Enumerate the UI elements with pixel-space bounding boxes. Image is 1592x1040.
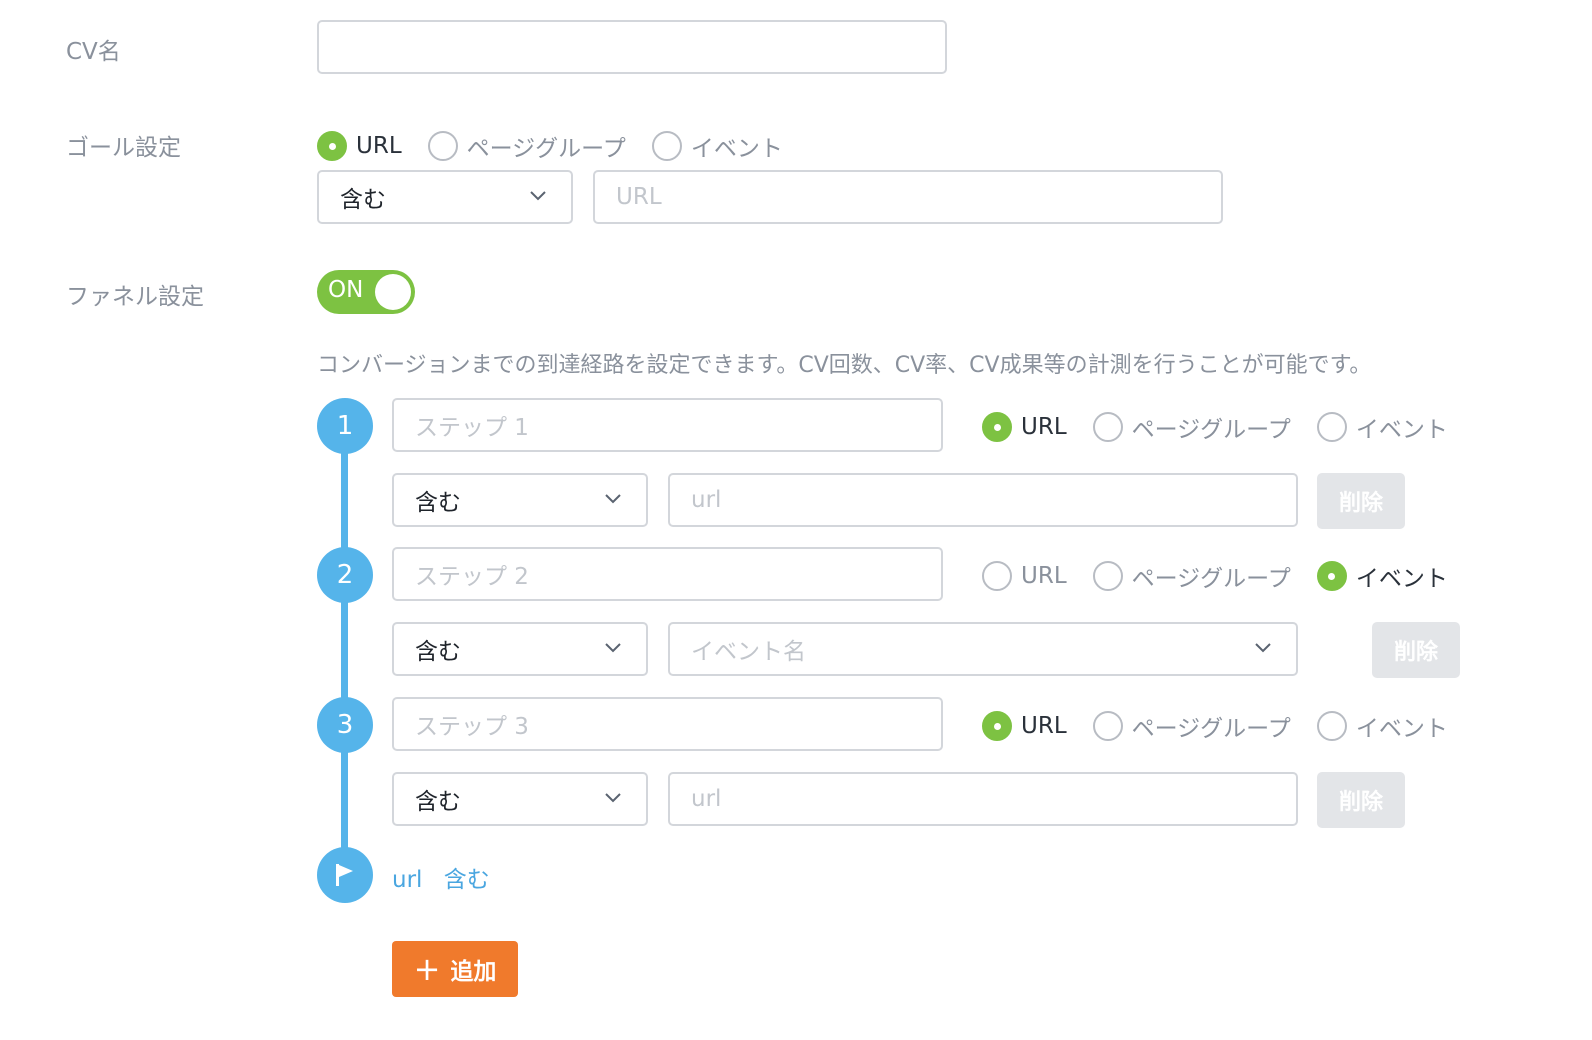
step-3-match-select[interactable]: 含む — [392, 772, 648, 826]
radio-unchecked-icon[interactable] — [982, 561, 1012, 591]
step-3-delete-button[interactable]: 削除 — [1317, 772, 1405, 828]
step-3-url-input[interactable]: url — [668, 772, 1298, 826]
step-2-match-select[interactable]: 含む — [392, 622, 648, 676]
goal-url-input[interactable]: URL — [593, 170, 1223, 224]
radio-unchecked-icon[interactable] — [651, 131, 682, 161]
step-3-type-event[interactable]: イベント — [1316, 709, 1448, 743]
step-1-type-event[interactable]: イベント — [1316, 410, 1448, 444]
step-number-badge: 2 — [317, 547, 373, 603]
funnel-description: コンバージョンまでの到達経路を設定できます。CV回数、CV率、CV成果等の計測を… — [317, 353, 1372, 378]
radio-checked-icon[interactable] — [317, 131, 347, 161]
funnel-label: ファネル設定 — [66, 284, 204, 310]
step-3-type-radio-group: URL ページグループ イベント — [982, 709, 1474, 743]
chevron-down-icon — [1255, 643, 1271, 653]
step-1-type-url[interactable]: URL — [982, 412, 1067, 442]
goal-type-page-group[interactable]: ページグループ — [427, 129, 626, 163]
radio-checked-icon[interactable] — [982, 711, 1012, 741]
radio-unchecked-icon[interactable] — [1092, 711, 1123, 741]
radio-unchecked-icon[interactable] — [1316, 412, 1347, 442]
radio-checked-icon[interactable] — [982, 412, 1012, 442]
step-1-delete-button[interactable]: 削除 — [1317, 473, 1405, 529]
step-2-event-select[interactable]: イベント名 — [668, 622, 1298, 676]
cv-name-label: CV名 — [66, 39, 121, 65]
goal-label: ゴール設定 — [66, 135, 181, 161]
goal-summary-match: 含む — [443, 867, 490, 893]
step-3-type-page-group[interactable]: ページグループ — [1092, 709, 1291, 743]
step-1-match-select[interactable]: 含む — [392, 473, 648, 527]
goal-type-radio-group: URL ページグループ イベント — [317, 129, 809, 163]
chevron-down-icon — [605, 494, 621, 504]
step-2-type-event[interactable]: イベント — [1316, 559, 1448, 593]
step-2-type-page-group[interactable]: ページグループ — [1092, 559, 1291, 593]
step-2-delete-button[interactable]: 削除 — [1372, 622, 1460, 678]
step-2-name-input[interactable]: ステップ 2 — [392, 547, 943, 601]
flag-icon — [336, 864, 353, 886]
step-2-type-radio-group: URL ページグループ イベント — [982, 559, 1474, 593]
goal-type-event[interactable]: イベント — [651, 129, 783, 163]
plus-icon: + — [413, 950, 441, 988]
funnel-toggle[interactable]: ON — [317, 270, 415, 314]
step-1-name-input[interactable]: ステップ 1 — [392, 398, 943, 452]
step-3-name-input[interactable]: ステップ 3 — [392, 697, 943, 751]
step-1-url-input[interactable]: url — [668, 473, 1298, 527]
radio-unchecked-icon[interactable] — [1316, 711, 1347, 741]
funnel-timeline — [341, 425, 348, 875]
chevron-down-icon — [605, 793, 621, 803]
add-step-button[interactable]: + 追加 — [392, 941, 518, 997]
goal-match-select[interactable]: 含む — [317, 170, 573, 224]
goal-flag-badge — [317, 847, 373, 903]
step-2-type-url[interactable]: URL — [982, 561, 1067, 591]
step-1-type-page-group[interactable]: ページグループ — [1092, 410, 1291, 444]
radio-unchecked-icon[interactable] — [1092, 412, 1123, 442]
goal-summary-type: url — [392, 867, 423, 893]
toggle-knob — [375, 274, 411, 310]
step-number-badge: 3 — [317, 697, 373, 753]
radio-unchecked-icon[interactable] — [427, 131, 458, 161]
chevron-down-icon — [530, 191, 546, 201]
goal-type-url[interactable]: URL — [317, 131, 402, 161]
cv-name-input[interactable] — [317, 20, 947, 74]
step-1-type-radio-group: URL ページグループ イベント — [982, 410, 1474, 444]
step-number-badge: 1 — [317, 398, 373, 454]
step-3-type-url[interactable]: URL — [982, 711, 1067, 741]
radio-checked-icon[interactable] — [1316, 561, 1347, 591]
radio-unchecked-icon[interactable] — [1092, 561, 1123, 591]
goal-summary: url 含む — [392, 860, 490, 894]
chevron-down-icon — [605, 643, 621, 653]
